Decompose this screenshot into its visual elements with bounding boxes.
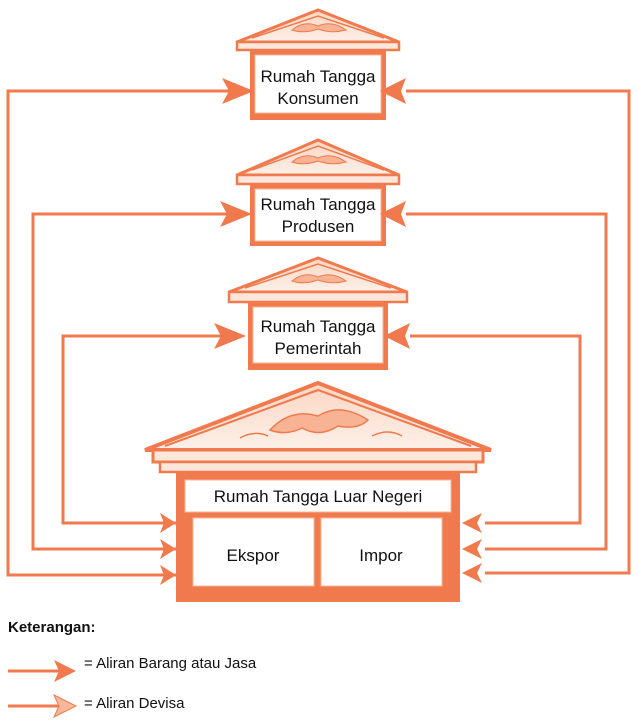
ekspor-label: Ekspor — [227, 546, 280, 565]
house-konsumen: Rumah Tangga Konsumen — [235, 8, 401, 120]
house-luar-negeri-title: Rumah Tangga Luar Negeri — [214, 487, 423, 506]
house-produsen-line1: Rumah Tangga — [261, 195, 377, 214]
flow-line-produsen-impor — [406, 212, 608, 551]
roof-icon — [227, 256, 409, 304]
house-pemerintah: Rumah Tangga Pemerintah — [227, 256, 409, 370]
house-konsumen-line2: Konsumen — [277, 89, 358, 108]
arrowheads — [160, 78, 482, 585]
roof-icon — [235, 138, 401, 186]
flow-lines-left — [6, 89, 230, 577]
arrow-right-icon — [54, 660, 76, 682]
arrow-left-icon — [380, 201, 406, 227]
impor-box — [320, 517, 443, 587]
house-konsumen-line1: Rumah Tangga — [261, 67, 377, 86]
flow-line-ekspor-pemerintah — [61, 334, 222, 525]
flow-line-ekspor-produsen — [31, 212, 228, 551]
house-pemerintah-line2: Pemerintah — [275, 339, 362, 358]
arrow-right-icon — [160, 513, 176, 533]
flow-lines-right — [406, 89, 631, 575]
arrow-left-icon — [462, 539, 482, 559]
arrow-left-icon — [384, 323, 410, 349]
roof-icon — [235, 8, 401, 52]
legend-label-devisa: = Aliran Devisa — [84, 695, 185, 712]
legend: Keterangan: = Aliran Barang atau Jasa = … — [8, 619, 257, 719]
flow-line-ekspor-konsumen — [6, 89, 230, 577]
arrow-right-icon — [214, 323, 246, 349]
legend-item-barang: = Aliran Barang atau Jasa — [8, 655, 257, 682]
house-luar-negeri: Rumah Tangga Luar Negeri Ekspor Impor — [144, 380, 492, 602]
legend-title: Keterangan: — [8, 619, 96, 636]
arrow-left-icon — [380, 78, 406, 104]
arrow-right-icon — [160, 539, 176, 559]
arrow-right-icon — [160, 565, 176, 585]
ekspor-box — [192, 517, 315, 587]
arrow-right-icon — [222, 78, 254, 104]
house-pemerintah-line1: Rumah Tangga — [261, 317, 377, 336]
house-produsen: Rumah Tangga Produsen — [235, 138, 401, 246]
legend-label-barang: = Aliran Barang atau Jasa — [84, 655, 257, 672]
arrow-right-icon — [220, 201, 252, 227]
house-produsen-line2: Produsen — [282, 217, 355, 236]
roof-icon — [144, 380, 492, 474]
title-panel — [184, 479, 452, 513]
arrow-right-icon — [52, 693, 78, 719]
flow-line-konsumen-impor — [406, 89, 631, 575]
impor-label: Impor — [359, 546, 403, 565]
flow-line-pemerintah-impor — [410, 334, 582, 525]
arrow-left-icon — [462, 513, 482, 533]
arrow-left-icon — [462, 563, 482, 583]
legend-item-devisa: = Aliran Devisa — [8, 693, 185, 719]
